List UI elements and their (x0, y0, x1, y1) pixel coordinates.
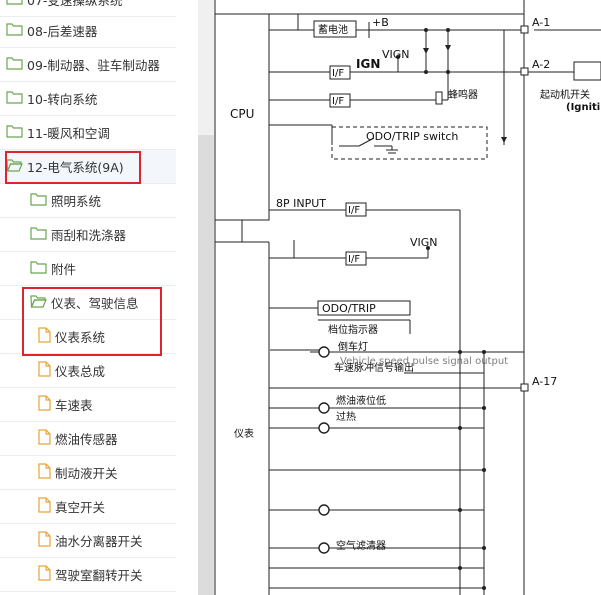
tree-item-16[interactable]: 真空开关 (0, 490, 176, 524)
tree-item-14[interactable]: 燃油传感器 (0, 422, 176, 456)
tree-item-label: 仪表系统 (55, 330, 106, 345)
page-icon (38, 565, 51, 584)
if-label-2: I/F (332, 96, 344, 107)
folder-icon (6, 90, 23, 107)
wiring-diagram: CPU 蓄电池 +B I/F IGN VIGN I/F 蜂鸣器 ODO/TRIP… (214, 0, 601, 595)
tree-item-label: 驾驶室翻转开关 (55, 568, 143, 583)
odo-trip-label: ODO/TRIP (322, 302, 376, 315)
tree-item-15[interactable]: 制动液开关 (0, 456, 176, 490)
folder-icon (6, 22, 23, 39)
folder-icon (30, 192, 47, 209)
if-label-3: I/F (348, 205, 360, 216)
folder-open-icon (30, 294, 47, 311)
page-icon (38, 463, 51, 482)
connector-a17: A-17 (532, 375, 557, 388)
fuel-low-label: 燃油液位低 (336, 394, 386, 407)
tree-item-18[interactable]: 驾驶室翻转开关 (0, 558, 176, 592)
tree-item-label: 照明系统 (51, 194, 102, 209)
connector-a2: A-2 (532, 58, 550, 71)
page-icon (38, 361, 51, 380)
page-icon (38, 395, 51, 414)
tree-item-1[interactable]: 07-变速操纵系统 (0, 0, 176, 17)
overheat-label: 过热 (336, 410, 356, 423)
folder-open-icon (6, 158, 23, 175)
page-icon (38, 429, 51, 448)
vign-label-2: VIGN (410, 236, 438, 249)
tree-item-7[interactable]: 照明系统 (0, 184, 176, 218)
scrollbar-upper[interactable] (198, 0, 214, 135)
air-filter-label: 空气滤清器 (336, 539, 386, 552)
ign-label: IGN (356, 57, 380, 71)
tree-item-label: 真空开关 (55, 500, 106, 515)
tree-item-label: 12-电气系统(9A) (27, 160, 124, 175)
vehicle-speed-cn-label: 车速脉冲信号输出 (334, 361, 414, 374)
connector-a1: A-1 (532, 16, 550, 29)
tree-item-label: 燃油传感器 (55, 432, 118, 447)
tree-item-label: 09-制动器、驻车制动器 (27, 58, 160, 73)
ignition-partial-label: (Igniti (566, 102, 600, 113)
tree-item-13[interactable]: 车速表 (0, 388, 176, 422)
tree-item-label: 10-转向系统 (27, 92, 98, 107)
folder-icon (6, 56, 23, 73)
odo-trip-switch-label: ODO/TRIP switch (366, 130, 458, 143)
vign-label: VIGN (382, 48, 410, 61)
tree-item-3[interactable]: 09-制动器、驻车制动器 (0, 48, 176, 82)
folder-icon (30, 226, 47, 243)
plus-b-label: +B (372, 16, 389, 29)
tree-item-label: 附件 (51, 262, 77, 277)
tree-item-label: 制动液开关 (55, 466, 118, 481)
tree-item-label: 08-后差速器 (27, 24, 98, 39)
tree-item-label: 雨刮和洗涤器 (51, 228, 127, 243)
folder-icon (30, 260, 47, 277)
tree-item-label: 车速表 (55, 398, 93, 413)
tree-item-4[interactable]: 10-转向系统 (0, 82, 176, 116)
tree-item-label: 油水分离器开关 (55, 534, 143, 549)
tree-item-9[interactable]: 附件 (0, 252, 176, 286)
tree-item-label: 07-变速操纵系统 (27, 0, 123, 8)
tree-item-5[interactable]: 11-暖风和空调 (0, 116, 176, 150)
folder-icon (6, 124, 23, 141)
tree-item-2[interactable]: 08-后差速器 (0, 14, 176, 48)
tree-item-17[interactable]: 油水分离器开关 (0, 524, 176, 558)
folder-icon (6, 0, 23, 8)
tree-item-11[interactable]: 仪表系统 (0, 320, 176, 354)
tree-item-label: 仪表、驾驶信息 (51, 296, 139, 311)
if-label-1: I/F (332, 68, 344, 79)
reverse-lamp-label: 倒车灯 (338, 340, 368, 353)
tree-item-12[interactable]: 仪表总成 (0, 354, 176, 388)
tree-item-8[interactable]: 雨刮和洗涤器 (0, 218, 176, 252)
gear-indicator-label: 档位指示器 (328, 323, 378, 336)
buzzer-label: 蜂鸣器 (448, 88, 478, 101)
tree-item-label: 仪表总成 (55, 364, 106, 379)
page-icon (38, 327, 51, 346)
meter-label: 仪表 (234, 427, 254, 440)
if-label-4: I/F (348, 254, 360, 265)
navigation-tree: 07-变速操纵系统 08-后差速器 09-制动器、驻车制动器 10-转向系统 11-暖风… (0, 0, 198, 595)
scrollbar-thumb[interactable] (198, 135, 214, 595)
cpu-label: CPU (230, 107, 254, 121)
page-icon (38, 497, 51, 516)
wiring-diagram-svg: CPU 蓄电池 +B I/F IGN VIGN I/F 蜂鸣器 ODO/TRIP… (214, 0, 601, 595)
page-icon (38, 531, 51, 550)
battery-label: 蓄电池 (318, 23, 348, 36)
starter-switch-label: 起动机开关 (540, 88, 590, 101)
input-8p-label: 8P INPUT (276, 197, 326, 210)
tree-item-6[interactable]: 12-电气系统(9A) (0, 150, 176, 184)
vehicle-speed-en-label: Vehicle speed pulse signal output (340, 356, 508, 367)
tree-item-10[interactable]: 仪表、驾驶信息 (0, 286, 176, 320)
tree-item-label: 11-暖风和空调 (27, 126, 110, 141)
